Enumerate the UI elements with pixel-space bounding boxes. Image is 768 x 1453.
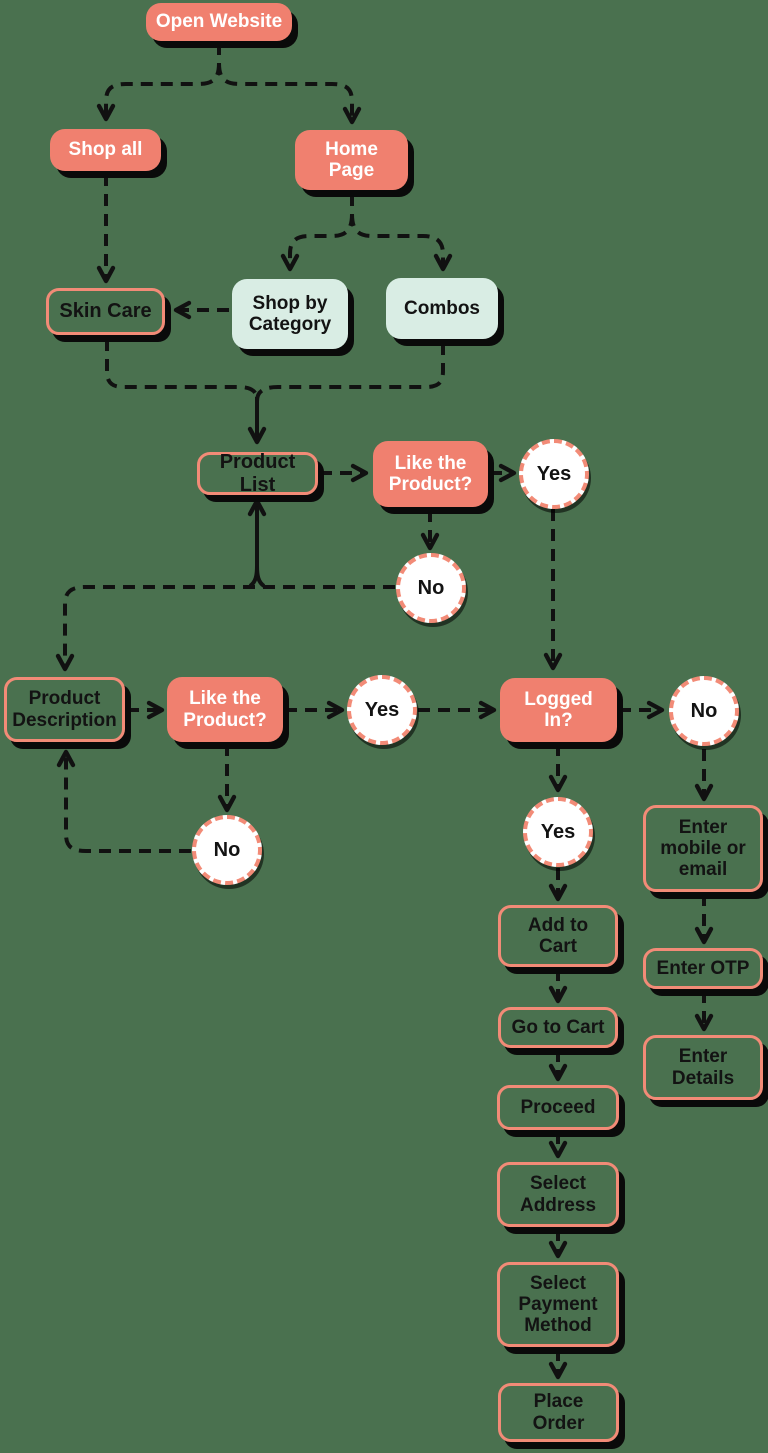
- decision-circle-yes-3: Yes: [523, 797, 593, 867]
- node-proceed-label: Proceed: [520, 1096, 596, 1118]
- node-shop-by-category: Shop by Category: [232, 279, 348, 349]
- node-like-product-2: Like the Product?: [167, 677, 283, 742]
- node-shop-by-category-label: Shop by Category: [248, 292, 332, 335]
- node-add-to-cart-label: Add to Cart: [527, 914, 589, 957]
- node-like-product-2-label: Like the Product?: [183, 688, 267, 731]
- node-logged-in-label: Logged In?: [524, 688, 593, 731]
- node-shop-all: Shop all: [50, 129, 161, 171]
- decision-circle-yes-1: Yes: [519, 439, 589, 509]
- node-select-address-label: Select Address: [519, 1173, 597, 1216]
- node-enter-mobile-or-email: Enter mobile or email: [643, 805, 763, 892]
- node-combos-label: Combos: [404, 297, 480, 319]
- node-logged-in: Logged In?: [500, 678, 617, 742]
- node-place-order-label: Place Order: [532, 1391, 585, 1434]
- node-skin-care: Skin Care: [46, 288, 165, 335]
- node-open-website-label: Open Website: [155, 11, 283, 33]
- decision-circle-no-1: No: [396, 553, 466, 623]
- node-product-list-label: Product List: [219, 451, 296, 496]
- node-product-description-label: Product Description: [12, 688, 117, 731]
- node-enter-details: Enter Details: [643, 1035, 763, 1100]
- node-like-product-1-label: Like the Product?: [388, 452, 473, 495]
- node-select-payment-method-label: Select Payment Method: [518, 1272, 598, 1337]
- node-select-payment-method: Select Payment Method: [497, 1262, 619, 1347]
- decision-circle-yes-2-label: Yes: [364, 698, 400, 721]
- node-add-to-cart: Add to Cart: [498, 905, 618, 967]
- decision-circle-no-2: No: [192, 815, 262, 885]
- node-enter-otp: Enter OTP: [643, 948, 763, 989]
- decision-circle-yes-2: Yes: [347, 675, 417, 745]
- node-like-product-1: Like the Product?: [373, 441, 488, 507]
- decision-circle-yes-3-label: Yes: [540, 820, 576, 843]
- node-select-address: Select Address: [497, 1162, 619, 1227]
- decision-circle-no-1-label: No: [417, 576, 445, 599]
- node-home-page-label: Home Page: [325, 138, 378, 181]
- node-shop-all-label: Shop all: [68, 139, 143, 161]
- node-skin-care-label: Skin Care: [59, 300, 152, 323]
- decision-circle-yes-1-label: Yes: [536, 462, 572, 485]
- decision-circle-no-3: No: [669, 676, 739, 746]
- decision-circle-no-2-label: No: [213, 838, 241, 861]
- node-enter-otp-label: Enter OTP: [656, 957, 750, 979]
- node-enter-details-label: Enter Details: [671, 1046, 735, 1089]
- node-place-order: Place Order: [498, 1383, 619, 1442]
- node-go-to-cart-label: Go to Cart: [511, 1016, 605, 1038]
- node-enter-mobile-or-email-label: Enter mobile or email: [660, 816, 746, 881]
- node-product-description: Product Description: [4, 677, 125, 742]
- node-go-to-cart: Go to Cart: [498, 1007, 618, 1048]
- node-open-website: Open Website: [146, 3, 292, 41]
- node-home-page: Home Page: [295, 130, 408, 190]
- node-combos: Combos: [386, 278, 498, 339]
- node-proceed: Proceed: [497, 1085, 619, 1130]
- decision-circle-no-3-label: No: [690, 699, 718, 722]
- node-product-list: Product List: [197, 451, 318, 496]
